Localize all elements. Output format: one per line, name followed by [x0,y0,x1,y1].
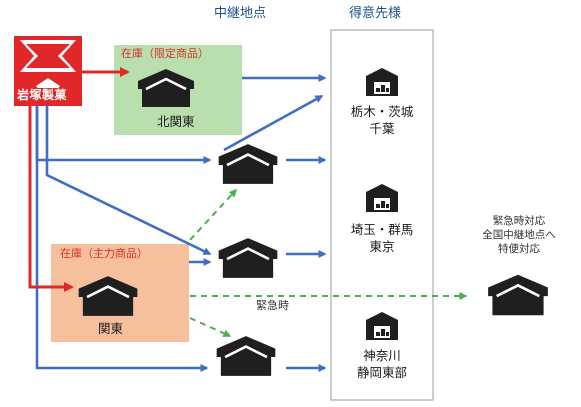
company-logo-text: 岩塚製菓 [15,88,70,102]
emergency-note-line: 全国中継地点へ [482,229,556,242]
emergency-label: 緊急時 [256,299,289,312]
customer-building-icon [366,184,398,212]
kita-kanto-stock-label: 在庫（限定商品） [121,47,209,60]
destination-line: 神奈川 [363,348,401,363]
destination-line: 東京 [369,238,395,254]
relay-warehouse-3-icon [215,334,277,378]
customer-building-icon [366,312,398,340]
nationwide-relay-icon [486,273,550,317]
route-to-relay-1 [35,105,212,164]
destination-line: 埼玉・群馬 [350,222,414,237]
destination-saitama-gunma-tokyo: 埼玉・群馬 東京 [339,222,425,256]
kita-kanto-name: 北関東 [157,114,195,129]
emergency-note-line: 特便対応 [498,243,540,256]
route-to-relay-3 [45,105,212,256]
emergency-to-relay1 [189,188,238,241]
relay-warehouse-1-icon [217,142,279,186]
destination-kanagawa-shizuoka: 神奈川 静岡東部 [339,348,425,382]
kanto-stock-label: 在庫（主力商品） [60,247,148,260]
destination-line: 静岡東部 [356,364,407,380]
route-relay1-to-tochigi [223,94,324,152]
relay-points-header: 中継地点 [214,6,267,21]
customers-header: 得意先様 [349,6,402,21]
red-routes [28,67,130,292]
route-logo-to-kanto [28,105,74,292]
blue-routes [35,74,327,372]
route-trunk-bottom [35,105,209,372]
destination-tochigi-ibaraki-chiba: 栃木・茨城 千葉 [339,104,425,138]
emergency-routes [189,188,468,337]
destination-line: 千葉 [369,120,395,136]
destination-line: 栃木・茨城 [350,104,414,119]
emergency-to-relay4 [189,317,232,337]
relay-warehouse-2-icon [217,236,279,280]
emergency-note: 緊急時対応 全国中継地点へ 特便対応 [460,214,578,257]
emergency-note-line: 緊急時対応 [492,215,546,227]
customer-building-icon [366,68,398,96]
kanto-name: 関東 [98,321,124,336]
